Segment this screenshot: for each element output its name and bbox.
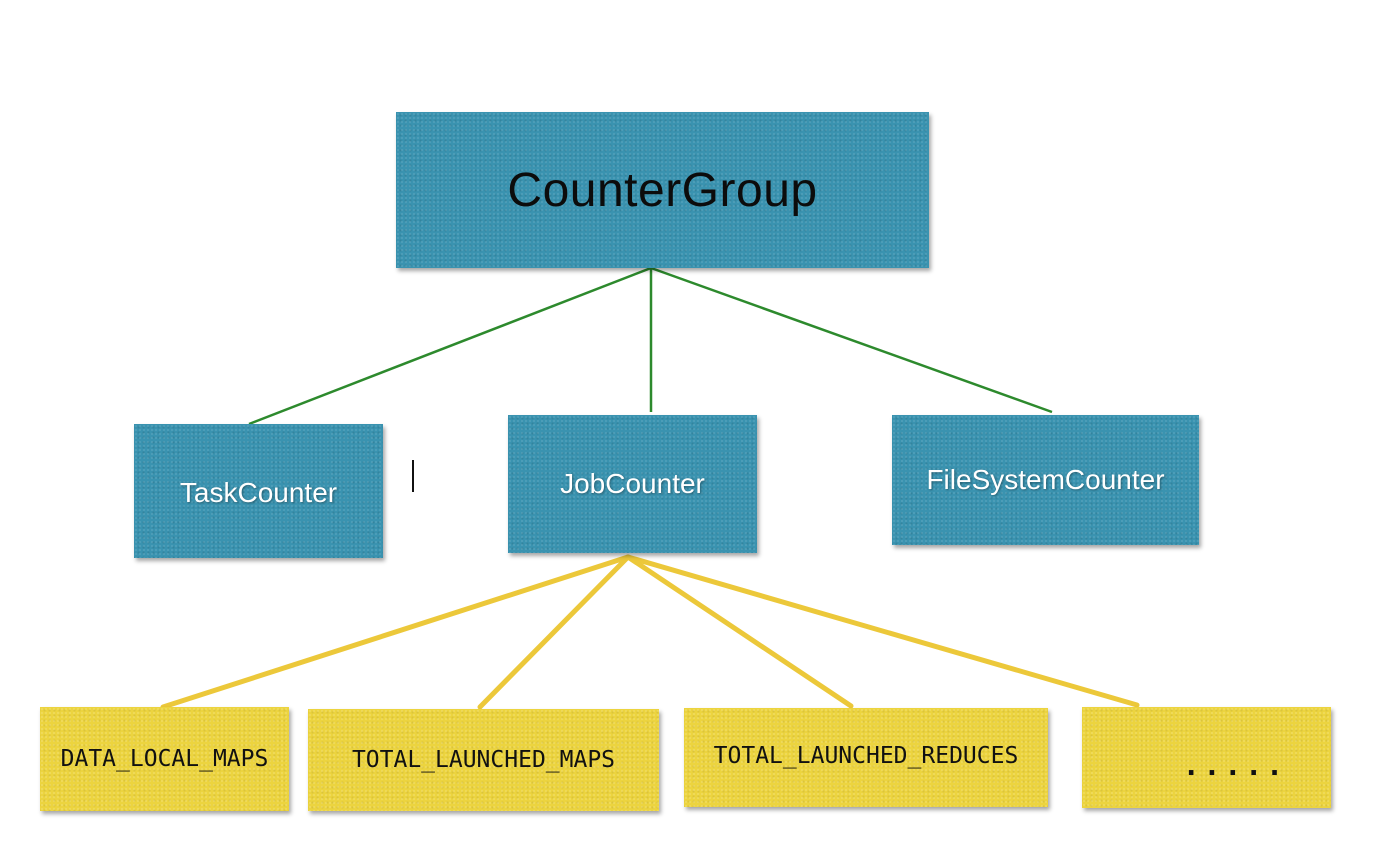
edge-jobcounter-total-launched-reduces [625, 554, 854, 709]
edge-countergroup-filesystemcounter [650, 266, 1053, 414]
edge-jobcounter-more [625, 554, 1140, 708]
taskcounter-label: TaskCounter [179, 477, 338, 508]
more-counters-label: ..... [1182, 749, 1287, 782]
jobcounter-label: JobCounter [560, 468, 705, 499]
countergroup-label: CounterGroup [507, 163, 818, 217]
total-launched-reduces-box: TOTAL_LAUNCHED_REDUCES [684, 708, 1048, 807]
edge-jobcounter-total-launched-maps [477, 554, 631, 710]
jobcounter-box: JobCounter [508, 415, 757, 553]
edge-jobcounter-data-local-maps [160, 554, 631, 710]
total-launched-reduces-label: TOTAL_LAUNCHED_REDUCES [713, 742, 1019, 769]
total-launched-maps-label: TOTAL_LAUNCHED_MAPS [351, 747, 616, 773]
data-local-maps-label: DATA_LOCAL_MAPS [60, 746, 269, 772]
total-launched-maps-box: TOTAL_LAUNCHED_MAPS [308, 709, 659, 811]
taskcounter-box: TaskCounter [134, 424, 383, 558]
countergroup-box: CounterGroup [396, 112, 929, 268]
edge-countergroup-taskcounter [248, 266, 652, 426]
more-counters-box: ..... [1082, 707, 1331, 808]
data-local-maps-box: DATA_LOCAL_MAPS [40, 707, 289, 811]
filesystemcounter-box: FileSystemCounter [892, 415, 1199, 545]
text-cursor [412, 460, 414, 492]
filesystemcounter-label: FileSystemCounter [926, 464, 1165, 495]
